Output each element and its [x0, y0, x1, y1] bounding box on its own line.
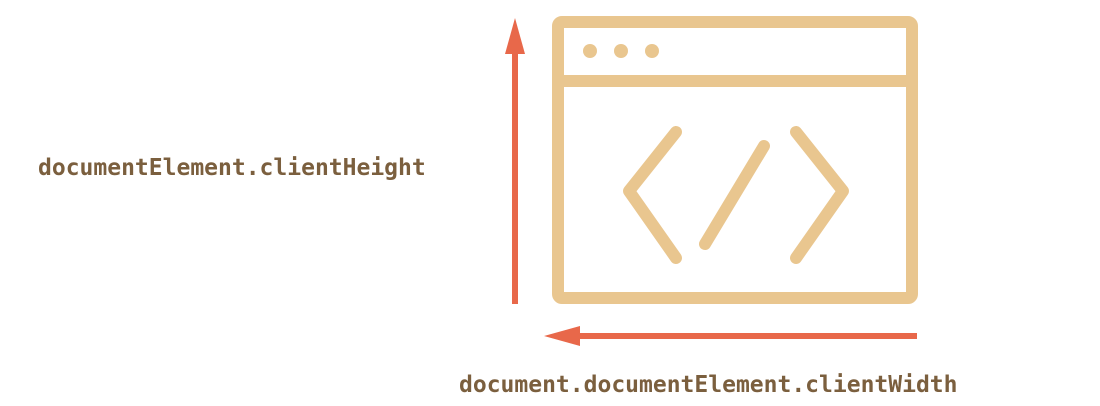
code-right-bracket	[790, 126, 849, 264]
browser-frame	[552, 16, 918, 304]
window-dot-1	[583, 44, 597, 58]
client-height-label: documentElement.clientHeight	[38, 155, 426, 181]
width-arrow-head	[544, 326, 580, 346]
arrow-left-icon	[544, 326, 917, 346]
window-dot-2	[614, 44, 628, 58]
arrow-up-icon	[505, 18, 525, 304]
window-dot-3	[645, 44, 659, 58]
client-width-label: document.documentElement.clientWidth	[459, 372, 958, 398]
code-slash	[699, 140, 770, 250]
browser-window-code-icon	[552, 16, 918, 304]
height-arrow-head	[505, 18, 525, 54]
code-left-bracket	[623, 126, 682, 264]
